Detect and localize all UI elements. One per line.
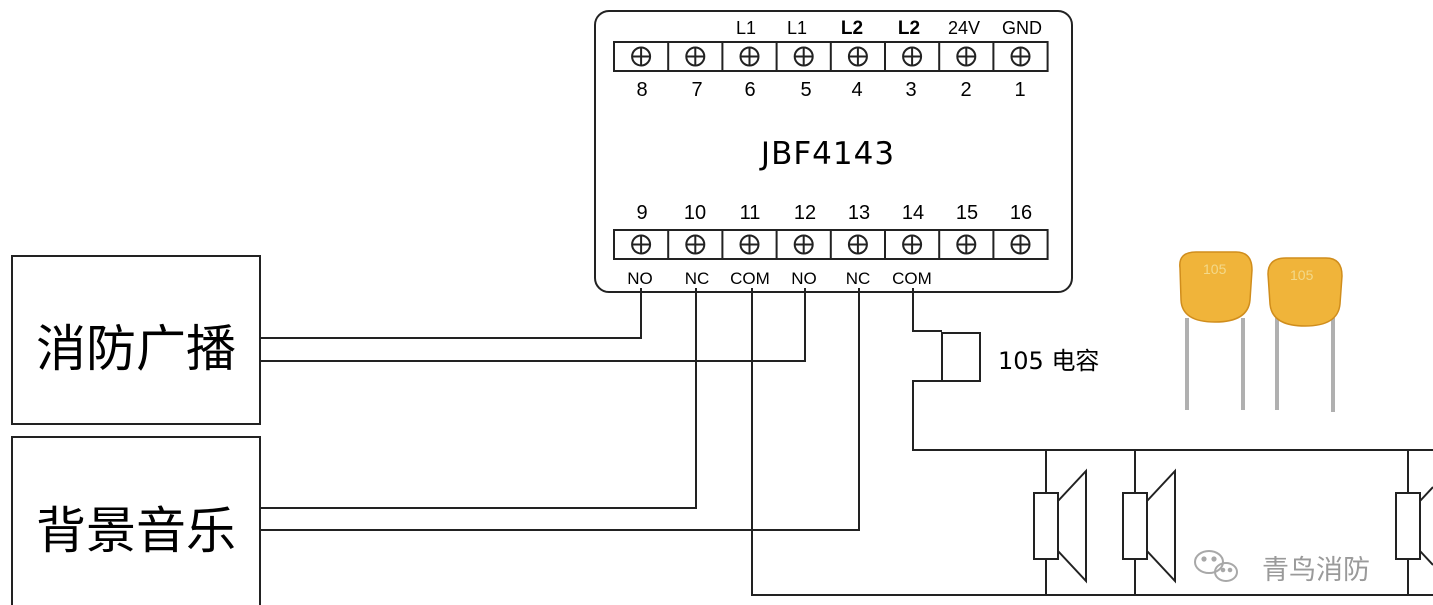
capacitor-code-1: 105 (1203, 261, 1227, 277)
top-num-6: 6 (744, 79, 755, 101)
wechat-icon (1194, 550, 1238, 582)
top-label-5: L1 (787, 18, 807, 38)
bottom-screw-terminal (721, 230, 760, 259)
top-screw-terminal (775, 42, 814, 71)
top-num-8: 8 (636, 79, 647, 101)
speaker-2 (1122, 468, 1176, 584)
top-terminal-block (613, 41, 1049, 72)
top-label-6: L1 (736, 18, 756, 38)
wire-music-nc (260, 288, 697, 509)
bottom-label-10: NC (685, 269, 710, 288)
background-music-box (11, 436, 261, 605)
bottom-label-12: NO (791, 269, 817, 288)
top-screw-terminal (631, 46, 652, 67)
top-screw-terminal (829, 42, 868, 71)
capacitor-symbol (941, 332, 981, 382)
top-screw-terminal (992, 42, 1031, 71)
bottom-num-16: 16 (1010, 202, 1032, 224)
top-label-4: L2 (841, 18, 863, 39)
wires (260, 288, 1433, 596)
capacitor-label: 105 电容 (998, 347, 1099, 375)
wire-music-nc2 (260, 288, 860, 531)
speaker-1 (1033, 468, 1087, 584)
bottom-label-11: COM (730, 269, 770, 288)
bottom-screw-terminal (938, 230, 977, 259)
watermark-text: 青鸟消防 (1262, 555, 1370, 586)
bottom-num-10: 10 (684, 202, 706, 224)
capacitor-photo-2: 105 (1267, 257, 1343, 412)
bottom-terminal-block (613, 229, 1049, 260)
capacitor-photo-1: 105 (1179, 251, 1253, 410)
module-model: JBF4143 (759, 136, 895, 172)
bottom-label-9: NO (627, 269, 653, 288)
speaker-3 (1395, 450, 1433, 595)
top-screw-terminal (884, 42, 923, 71)
module-body (594, 10, 1073, 293)
bottom-num-9: 9 (636, 202, 647, 224)
top-label-1: GND (1002, 18, 1042, 38)
watermark: 青鸟消防 (1194, 550, 1370, 586)
bottom-num-13: 13 (848, 202, 870, 224)
bottom-num-14: 14 (902, 202, 924, 224)
bottom-num-15: 15 (956, 202, 978, 224)
wire-fire-com (260, 288, 806, 362)
top-num-3: 3 (905, 79, 916, 101)
bottom-num-11: 11 (740, 202, 761, 224)
wire-com-bus (751, 288, 1433, 596)
top-screw-terminal (667, 42, 706, 71)
top-label-3: L2 (898, 18, 920, 39)
bottom-screw-terminal (631, 234, 652, 255)
top-num-5: 5 (800, 79, 811, 101)
bottom-label-14: COM (892, 269, 932, 288)
fire-broadcast-box (11, 255, 261, 425)
wire-cap-top (912, 288, 942, 332)
bottom-screw-terminal (884, 230, 923, 259)
wire-cap-bot (912, 380, 1433, 451)
top-label-2: 24V (948, 18, 980, 38)
top-num-1: 1 (1014, 79, 1025, 101)
bottom-label-13: NC (846, 269, 871, 288)
top-num-4: 4 (851, 79, 862, 101)
bottom-screw-terminal (667, 230, 706, 259)
capacitor-code-2: 105 (1290, 267, 1314, 283)
top-screw-terminal (721, 42, 760, 71)
top-num-7: 7 (691, 79, 702, 101)
bottom-screw-terminal (829, 230, 868, 259)
top-screw-terminal (938, 42, 977, 71)
bottom-num-12: 12 (794, 202, 816, 224)
background-music-label: 背景音乐 (36, 502, 236, 560)
bottom-screw-terminal (992, 230, 1031, 259)
fire-broadcast-label: 消防广播 (36, 320, 236, 378)
wire-fire-no (260, 288, 642, 339)
bottom-screw-terminal (775, 230, 814, 259)
top-num-2: 2 (960, 79, 971, 101)
